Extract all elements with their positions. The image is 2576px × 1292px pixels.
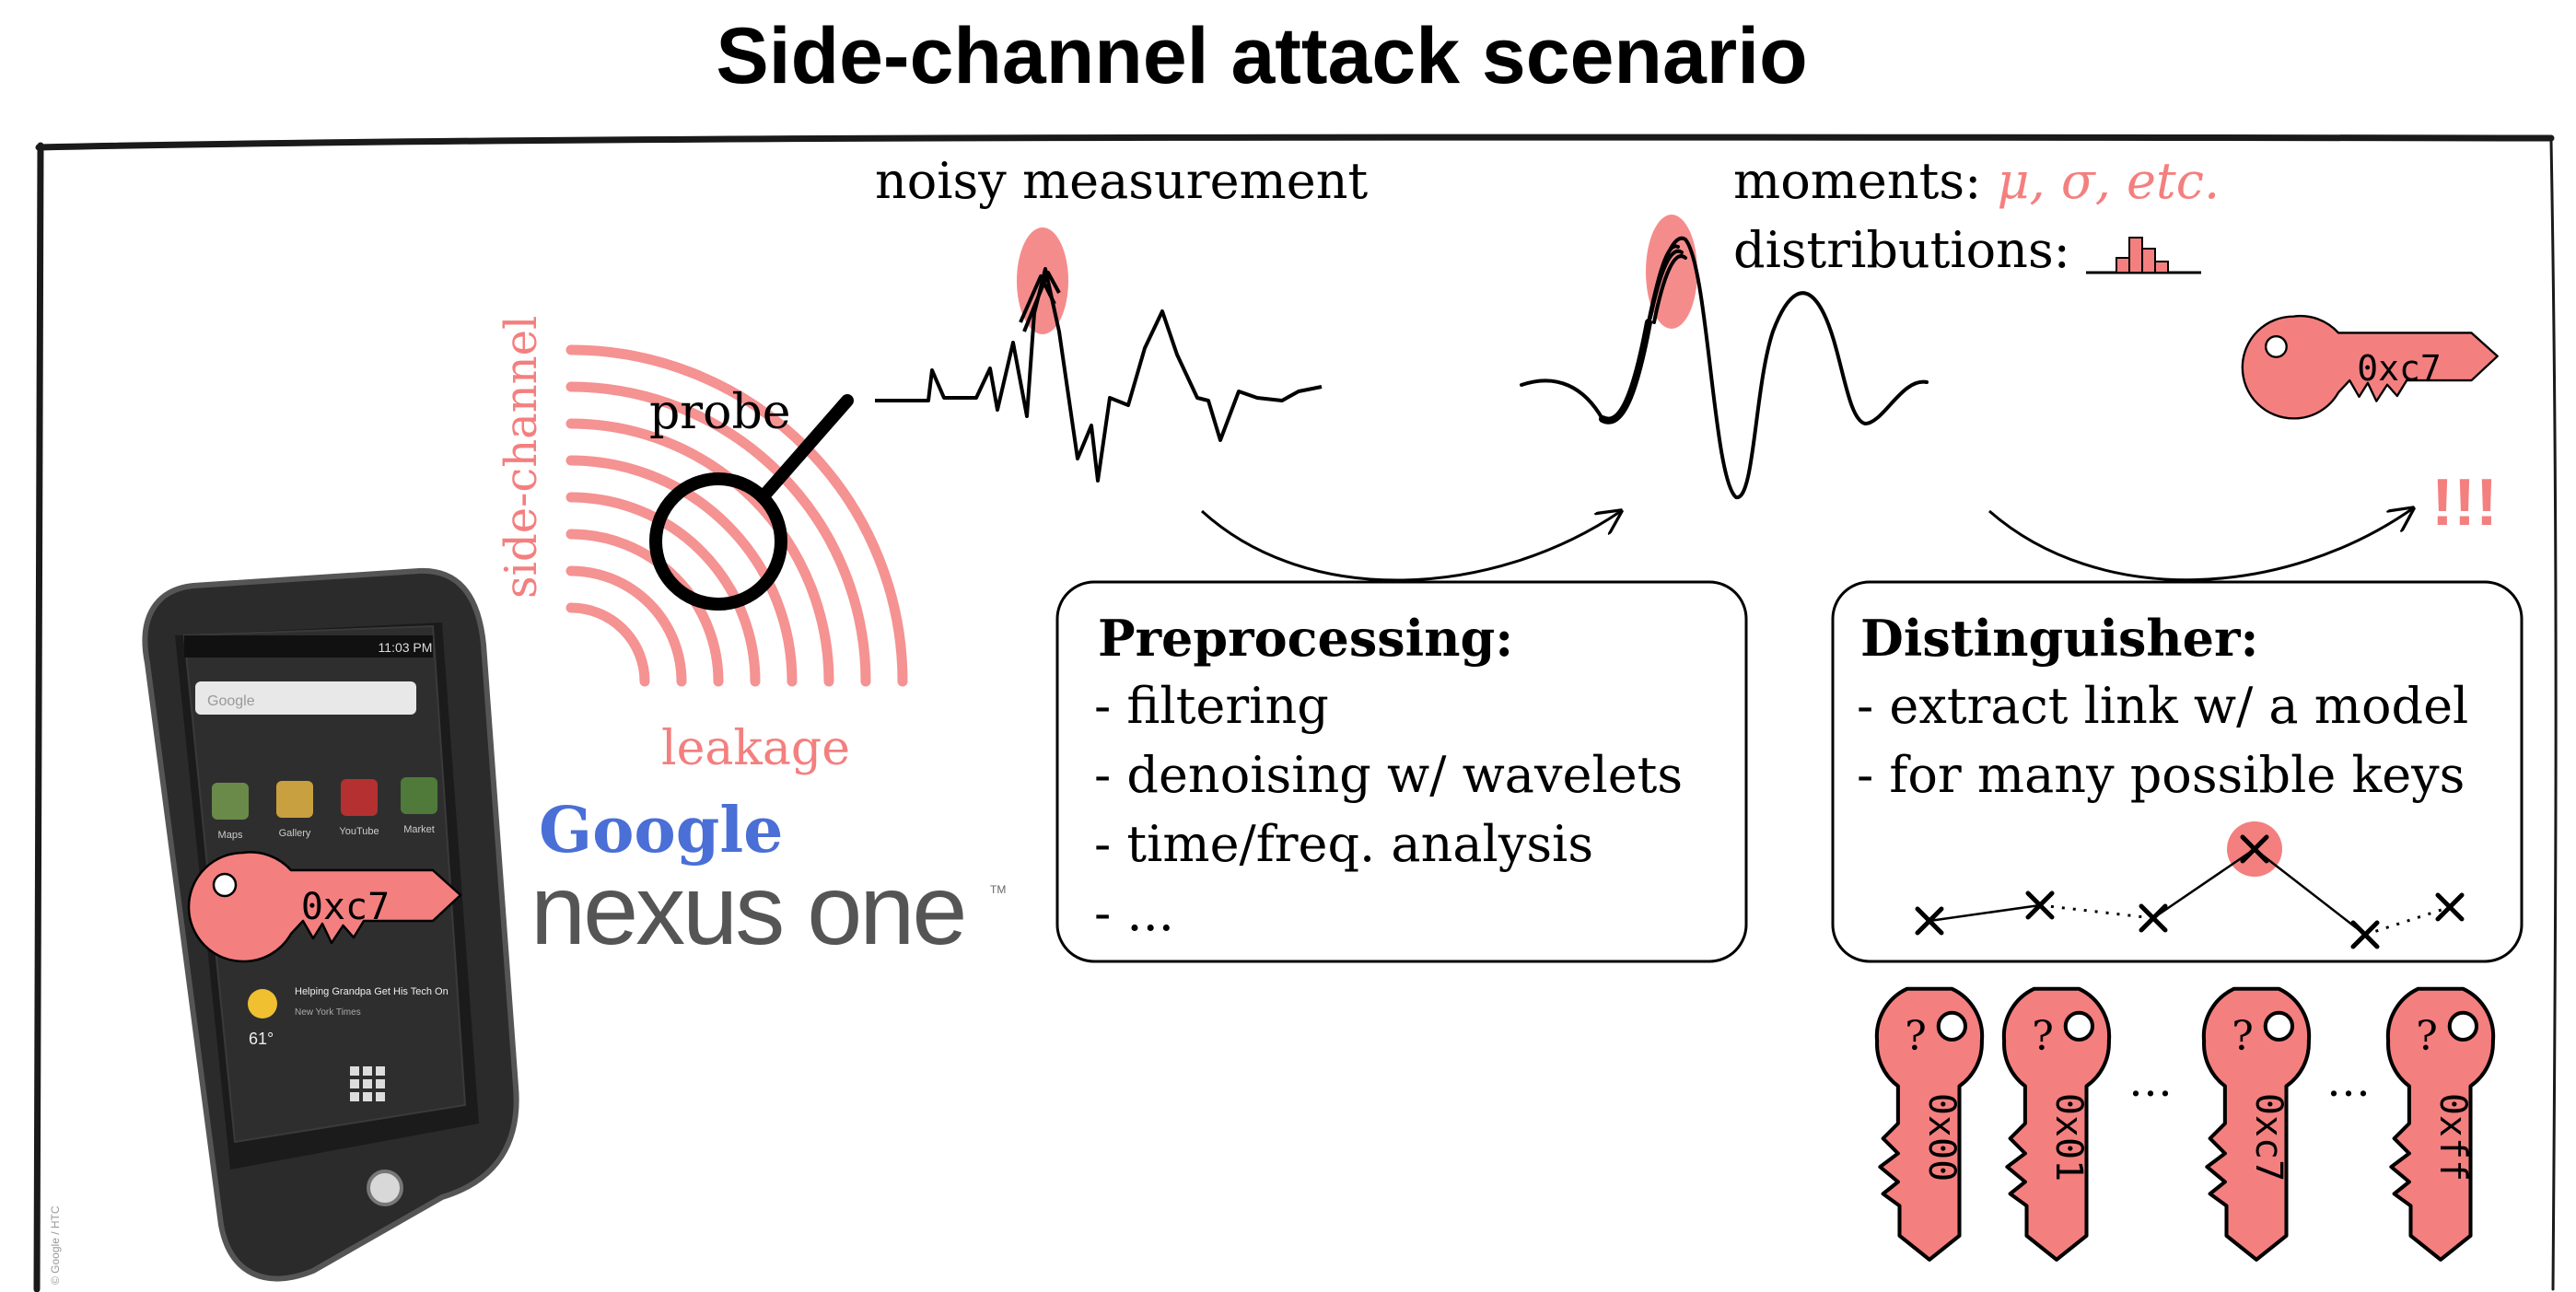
candidate-key-0xff: ? 0xff <box>2388 989 2493 1260</box>
phone-status-bar <box>184 635 433 658</box>
preprocessing-item-filtering: - filtering <box>1094 677 1329 735</box>
candidate-ellipsis-left: … <box>2128 1055 2173 1107</box>
app-label-youtube: YouTube <box>339 826 379 837</box>
brand-google: Google <box>539 794 783 867</box>
success-exclaim: !!! <box>2431 466 2498 540</box>
weather-temp: 61° <box>249 1030 274 1048</box>
probe-label: probe <box>649 385 791 440</box>
probe-icon <box>649 394 854 611</box>
recovered-key: 0xc7 <box>2241 314 2499 420</box>
secret-key: 0xc7 <box>187 851 462 963</box>
distinguisher-box: Distinguisher: - extract link w/ a model… <box>1831 580 2524 963</box>
nexus-one-logo: Google nexus one TM <box>530 794 1006 965</box>
moments-label: moments: μ, σ, etc. <box>1733 152 2220 210</box>
distinguisher-item-model: - extract link w/ a model <box>1857 677 2468 735</box>
recovered-key-value: 0xc7 <box>2357 348 2442 389</box>
phone-app-icons: Maps Gallery YouTube Market <box>212 777 437 841</box>
phone-copyright: © Google / HTC <box>49 1205 62 1285</box>
candidate-key-value: 0xff <box>2431 1093 2474 1181</box>
distributions-label: distributions: <box>1733 221 2070 279</box>
secret-key-value: 0xc7 <box>301 886 390 928</box>
candidate-keys: ? 0x00 ? 0x01 … ? 0xc7 … ? 0xff <box>1877 989 2493 1260</box>
candidate-unknown-mark: ? <box>1905 1013 1927 1060</box>
weather-sun-icon <box>248 989 277 1018</box>
app-label-market: Market <box>403 824 435 835</box>
phone-trackball <box>367 1170 403 1206</box>
app-label-maps: Maps <box>218 830 243 841</box>
news-source: New York Times <box>295 1007 361 1018</box>
noisy-trace <box>875 267 1323 483</box>
app-grid-icon <box>350 1066 385 1101</box>
preprocessing-heading: Preprocessing: <box>1098 609 1513 668</box>
candidate-key-0x00: ? 0x00 <box>1877 989 1982 1260</box>
phone-status-time: 11:03 PM <box>379 640 433 655</box>
preprocessing-box: Preprocessing: - filtering - denoising w… <box>1055 580 1748 963</box>
candidate-key-value: 0x00 <box>1920 1093 1963 1181</box>
moments-symbols: μ, σ, etc. <box>1997 152 2220 210</box>
histogram-icon <box>2086 237 2201 274</box>
clean-trace <box>1520 236 1929 499</box>
candidate-key-value: 0xc7 <box>2247 1093 2290 1181</box>
candidate-ellipsis-right: … <box>2326 1055 2371 1107</box>
preprocessing-item-denoising: - denoising w/ wavelets <box>1094 746 1683 804</box>
brand-nexus-one: nexus one <box>530 854 964 965</box>
preprocessing-item-more: - ... <box>1094 884 1174 942</box>
phone-search-placeholder: Google <box>207 693 255 709</box>
distinguisher-item-keys: - for many possible keys <box>1857 746 2465 804</box>
leakage-label: leakage <box>661 721 850 776</box>
diagram-title: Side-channel attack scenario <box>716 12 1807 100</box>
news-headline: Helping Grandpa Get His Tech On <box>295 986 449 997</box>
candidate-key-0x01: ? 0x01 <box>2004 989 2109 1260</box>
candidate-key-0xc7: ? 0xc7 <box>2204 989 2309 1260</box>
moments-prefix: moments: <box>1733 152 1997 210</box>
noisy-measurement-label: noisy measurement <box>875 152 1369 210</box>
preprocessing-item-timefreq: - time/freq. analysis <box>1094 815 1593 873</box>
app-label-gallery: Gallery <box>279 828 311 839</box>
candidate-unknown-mark: ? <box>2032 1013 2054 1060</box>
distinguisher-heading: Distinguisher: <box>1860 609 2258 668</box>
phone-news-widget: 61° Helping Grandpa Get His Tech On New … <box>248 986 449 1048</box>
candidate-key-value: 0x01 <box>2047 1093 2090 1181</box>
side-channel-label: side-channel <box>495 316 547 599</box>
key-score-plot <box>1915 821 2465 949</box>
brand-trademark: TM <box>990 883 1006 896</box>
arrow-to-preprocessing <box>1200 511 1621 582</box>
arrow-to-result <box>1988 508 2413 582</box>
candidate-unknown-mark: ? <box>2232 1013 2254 1060</box>
phone-search-bar <box>195 681 416 715</box>
scene-frame <box>33 134 2558 1292</box>
candidate-unknown-mark: ? <box>2416 1013 2438 1060</box>
